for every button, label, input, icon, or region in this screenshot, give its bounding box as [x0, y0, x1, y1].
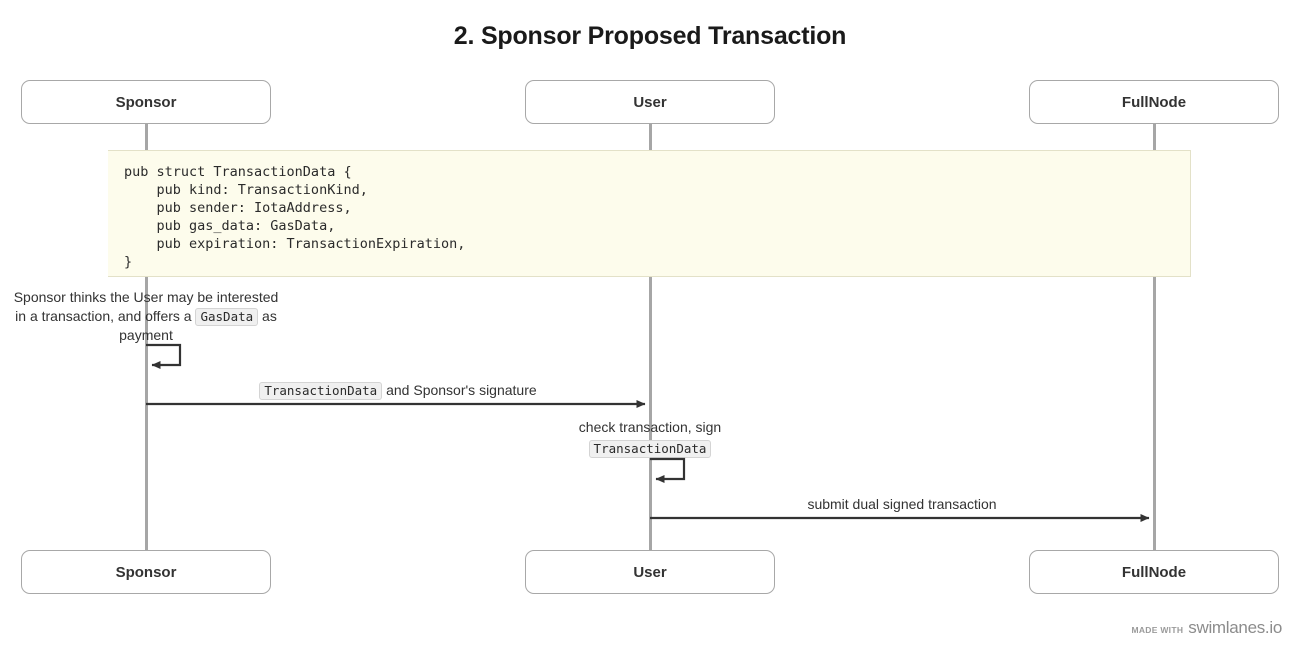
- message-label-user-to-fullnode-text: submit dual signed transaction: [807, 496, 997, 512]
- sponsor-note-line-3: payment: [119, 326, 173, 343]
- lifeline-fullnode: [1153, 124, 1156, 550]
- self-loop-sponsor: [146, 343, 182, 369]
- sponsor-note: Sponsor thinks the User may be intereste…: [12, 288, 280, 344]
- participant-user-bottom[interactable]: User: [525, 550, 775, 594]
- watermark-brand: swimlanes.io: [1188, 618, 1282, 637]
- participant-sponsor-label-bottom: Sponsor: [115, 563, 177, 581]
- participant-user-top[interactable]: User: [525, 80, 775, 124]
- participant-sponsor-bottom[interactable]: Sponsor: [21, 550, 271, 594]
- watermark-made-with: MADE WITH: [1131, 625, 1184, 635]
- sponsor-note-line-2-pre: in a transaction, and offers a: [15, 307, 196, 324]
- participant-fullnode-label-top: FullNode: [1121, 93, 1187, 111]
- sponsor-note-line-2: in a transaction, and offers a GasData a…: [12, 307, 280, 326]
- transactiondata-code-chip-2: TransactionData: [588, 440, 712, 458]
- participant-user-label-top: User: [633, 93, 667, 111]
- message-label-user-to-fullnode: submit dual signed transaction: [652, 495, 1152, 514]
- note-code-text: pub struct TransactionData { pub kind: T…: [124, 164, 466, 270]
- participant-sponsor-top[interactable]: Sponsor: [21, 80, 271, 124]
- message-label-user-self-line-1: check transaction, sign: [578, 419, 722, 435]
- lifeline-sponsor: [145, 124, 148, 550]
- sponsor-note-line-2-post: as: [258, 307, 277, 324]
- sponsor-note-line-1: Sponsor thinks the User may be intereste…: [13, 289, 279, 305]
- watermark[interactable]: MADE WITH swimlanes.io: [1131, 618, 1282, 638]
- gasdata-code-chip: GasData: [195, 307, 259, 326]
- message-label-sponsor-to-user: TransactionData and Sponsor's signature: [148, 381, 648, 400]
- note-code-block: pub struct TransactionData { pub kind: T…: [108, 150, 1191, 277]
- lifeline-user: [649, 124, 652, 550]
- message-label-sponsor-to-user-text: and Sponsor's signature: [382, 382, 537, 398]
- page-title: 2. Sponsor Proposed Transaction: [453, 22, 847, 50]
- participant-fullnode-label-bottom: FullNode: [1121, 563, 1187, 581]
- message-label-user-self: check transaction, sign TransactionData: [520, 418, 780, 458]
- self-loop-user: [650, 457, 686, 483]
- transactiondata-code-chip-1: TransactionData: [259, 382, 383, 400]
- participant-sponsor-label-top: Sponsor: [115, 93, 177, 111]
- participant-fullnode-bottom[interactable]: FullNode: [1029, 550, 1279, 594]
- participant-user-label-bottom: User: [633, 563, 667, 581]
- participant-fullnode-top[interactable]: FullNode: [1029, 80, 1279, 124]
